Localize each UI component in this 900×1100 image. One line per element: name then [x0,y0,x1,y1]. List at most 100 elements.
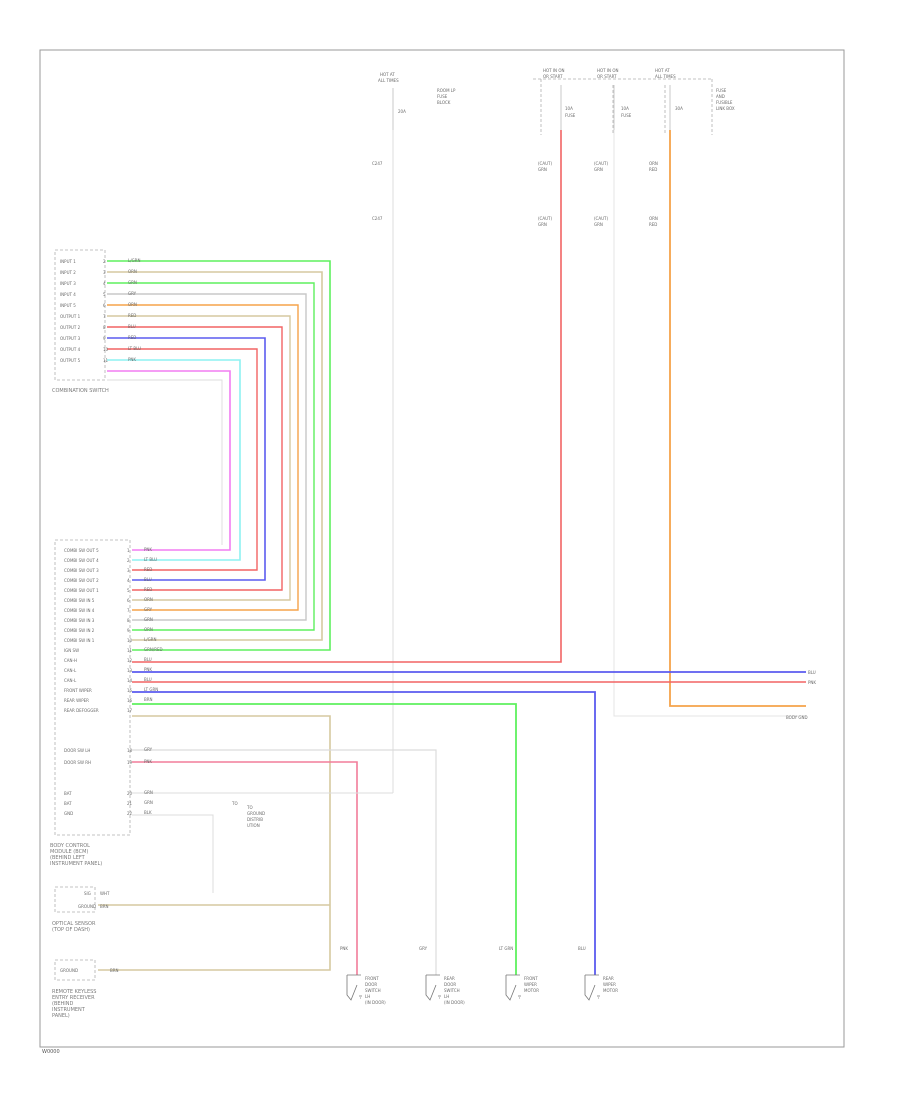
wire-blue-1 [107,337,266,581]
fuse-wire-3-c: (CAUT) [594,216,608,221]
fuse-4-side-1: AND [716,94,725,99]
combo-pin-color: L/GRN [128,258,140,263]
fuse-1-side-2: BLOCK [437,100,451,105]
bcm-pin-color: RED [144,567,152,572]
combo-pin-name: INPUT 2 [60,270,76,275]
bcm-pin-color: BLK [144,810,152,815]
wire-tan-2 [107,315,291,601]
fuse-4-side-0: FUSE [716,88,727,93]
fuse-wire-3-a: (CAUT) [594,161,608,166]
wire-harness [98,130,806,975]
wire-red-2 [107,348,258,571]
bcm-ground-arrow: TO [231,801,238,806]
bcm-pin-color: GRN [144,617,153,622]
component-label-line: WIPER [603,982,616,987]
component-label-line: MOTOR [603,988,618,993]
fuse-3-rating: 10A [621,106,629,111]
fuse-area: HOT AT ALL TIMES 20A ROOM LP FUSE BLOCK … [372,68,735,227]
bcm-pin-name: COMBI SW OUT 4 [64,558,99,563]
combo-pin-number: 8 [103,325,106,330]
right-connector-3: BODY GND [786,715,808,720]
combo-pin-number: 2 [103,259,106,264]
wire-gray-1 [107,293,307,621]
optical-sensor-body [54,886,96,913]
fuse-wire-2-d: GRN [538,222,547,227]
bcm-pin-number: 20 [127,791,133,796]
component-label-line: MOTOR [524,988,539,993]
bcm-pin-number: 3 [127,568,130,573]
wire-cyan-1 [107,359,241,561]
fuse-3-side-0: FUSE [621,113,632,118]
component-label-line: FRONT [365,976,379,981]
optical-sensor-pin-2-color: BRN [100,904,109,909]
bcm-pin-number: 22 [127,811,133,816]
component-wire-label: PNK [340,946,348,951]
component-label-line: LH [444,994,449,999]
fuse-wire-1-b: C247 [372,216,383,221]
bcm-pin-number: 13 [127,668,133,673]
bcm-pin-number: 14 [127,678,133,683]
fuse-1-sub: ALL TIMES [378,78,399,83]
combo-pin-color: ORN [128,302,137,307]
bcm-pin-color: ORN [144,627,153,632]
wire-pink-1 [107,370,231,551]
bcm-pin-color: L/GRN [144,637,156,642]
fuse-4-sub: ALL TIMES [655,74,676,79]
combo-pin-number: 11 [103,358,109,363]
bcm-pin-color: GRY [144,747,153,752]
wire-pink-door-rh [132,761,358,975]
fuse-4-side-3: LINK BOX [716,106,735,111]
bcm-pin-color: LT BLU [144,557,157,562]
component-wire-label: LT GRN [499,946,513,951]
wire-green-outer [107,260,331,651]
bcm-pin-name: REAR WIPER [64,698,89,703]
wire-fuse3-feed [613,130,806,717]
bcm-pin-number: 18 [127,748,133,753]
fuse-wire-2-b: GRN [538,167,547,172]
fuse-wire-1-a: C247 [372,161,383,166]
ground-icon [359,995,362,999]
receiver-title-1: ENTRY RECEIVER [52,995,95,1001]
bcm-pin-color: BLU [144,577,152,582]
bcm-pin-name: BAT [64,791,72,796]
bcm-pin-number: 17 [127,708,133,713]
switch-symbol-icon [346,974,361,1001]
bcm-pin-name: COMBI SW IN 2 [64,628,95,633]
fuse-4: HOT AT ALL TIMES 30A FUSE AND FUSIBLE LI… [655,68,735,130]
fuse-2-sub: OR START [543,74,563,79]
combo-pin-number: 4 [103,281,106,286]
component-label-line: (IN DOOR) [365,1000,386,1005]
fuse-wire-3-b: GRN [594,167,603,172]
optical-sensor: SIG WHT GROUND BRN OPTICAL SENSOR (TOP O… [52,886,110,933]
bcm-pin-name: CAN-L [64,668,77,673]
bcm-pin-number: 21 [127,801,133,806]
wire-fuse4-feed [669,130,806,707]
bcm-pin-name: COMBI SW OUT 1 [64,588,99,593]
combo-pin-number: 3 [103,270,106,275]
bcm-pin-name: REAR DEFOGGER [64,708,99,713]
bcm-pin-number: 10 [127,638,133,643]
combo-pin-color: GRN [128,280,137,285]
bcm-pin-name: COMBI SW IN 1 [64,638,95,643]
combo-pin-number: 6 [103,303,106,308]
fuse-3: HOT IN ON OR START 10A FUSE [597,68,632,130]
fuse-1-side-1: FUSE [437,94,448,99]
bcm-pin-color: GRY [144,607,153,612]
combo-pin-name: OUTPUT 4 [60,347,81,352]
optical-sensor-pin-1-name: SIG [84,891,91,896]
fuse-wire-4-c: ORN [649,216,658,221]
bcm-pin-name: FRONT WIPER [64,688,92,693]
bcm-pin-color: BRN [144,697,153,702]
bcm-pin-color: ORN [144,597,153,602]
ground-icon [597,995,600,999]
bcm-pin-name: COMBI SW IN 3 [64,618,95,623]
wire-red-1 [107,326,283,591]
bcm-note-0: TO [246,805,253,810]
combo-pin-number: 7 [103,314,106,319]
bcm-pin-number: 1 [127,548,130,553]
fuse-2-rating: 10A [565,106,573,111]
combination-switch-body [54,249,106,381]
